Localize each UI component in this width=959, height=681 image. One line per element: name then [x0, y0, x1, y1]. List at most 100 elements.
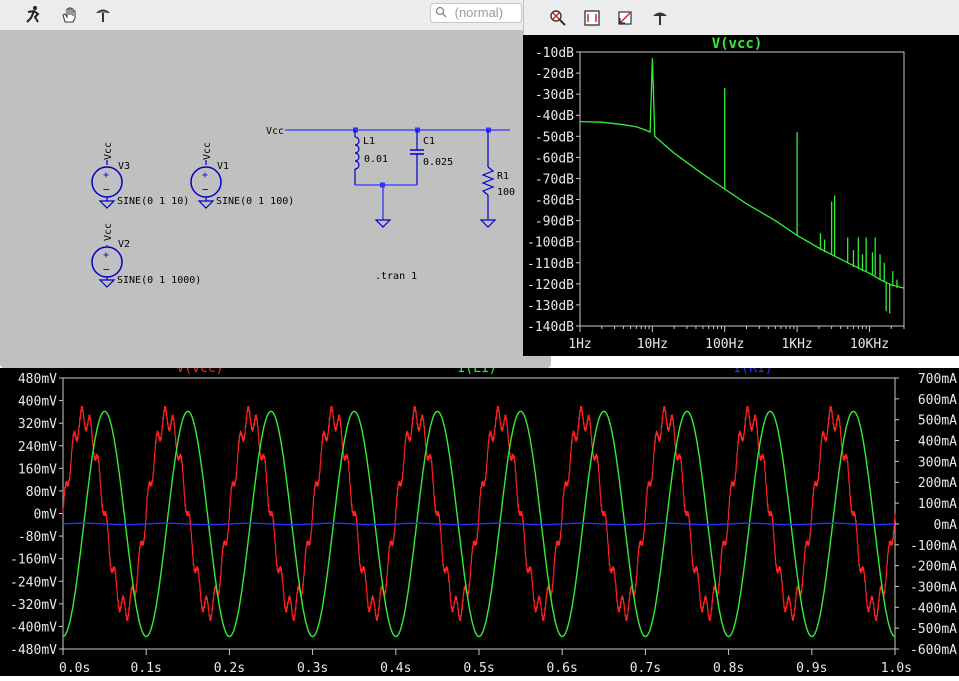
v1-net-label: Vcc [202, 142, 213, 160]
fft-y-tick-label: -70dB [535, 172, 574, 187]
run-icon[interactable] [22, 3, 46, 27]
fft-plot-frame [579, 51, 905, 327]
vcc-trace-line [62, 406, 896, 621]
transient-x-tick-label: 0.4s [380, 661, 411, 676]
fft-y-tick-label: -120dB [527, 278, 574, 293]
voltage-source-v1[interactable]: + − Vcc V1 SINE(0 1 100) [190, 142, 294, 209]
fft-x-tick-label: 10Hz [637, 337, 668, 352]
il1-trace-line [62, 410, 896, 638]
transient-y-right-tick-label: 100mA [918, 497, 957, 512]
voltage-source-v3[interactable]: + − Vcc V3 SINE(0 1 10) [91, 142, 189, 209]
transient-y-right-tick-label: -600mA [910, 643, 957, 658]
svg-text:−: − [103, 263, 110, 276]
fft-toolbar [523, 0, 959, 35]
fft-y-tick-label: -110dB [527, 257, 574, 272]
transient-x-tick-label: 0.5s [463, 661, 494, 676]
c1-value: 0.025 [423, 157, 453, 168]
v2-net-label: Vcc [103, 223, 114, 241]
transient-x-tick-label: 0.6s [547, 661, 578, 676]
svg-text:+: + [202, 170, 208, 181]
v3-value: SINE(0 1 10) [117, 196, 189, 207]
ir1-trace-line [63, 522, 895, 526]
fft-y-tick-label: -50dB [535, 130, 574, 145]
transient-x-tick-label: 0.3s [297, 661, 328, 676]
capacitor-c1[interactable]: C1 0.025 [410, 130, 453, 185]
fft-window: V(vcc)-10dB-20dB-30dB-40dB-50dB-60dB-70d… [523, 0, 959, 356]
c1-ref: C1 [423, 136, 435, 147]
transient-y-left-tick-label: 80mV [26, 485, 57, 500]
v3-ref: V3 [118, 161, 130, 172]
transient-y-left-tick-label: 480mV [18, 372, 57, 387]
probe-icon[interactable] [648, 6, 672, 30]
fft-y-tick-label: -10dB [535, 46, 574, 61]
transient-x-tick-label: 0.8s [713, 661, 744, 676]
vcc-net-label: Vcc [266, 126, 284, 137]
probe-icon[interactable] [91, 3, 115, 27]
fft-title: V(vcc) [712, 36, 763, 52]
transient-y-left-tick-label: -240mV [10, 575, 57, 590]
v2-ref: V2 [118, 239, 130, 250]
spice-directive[interactable]: .tran 1 [375, 271, 417, 282]
v1-value: SINE(0 1 100) [216, 196, 294, 207]
transient-legend-label: V(vcc) [177, 368, 224, 376]
transient-y-left-tick-label: -480mV [10, 643, 57, 658]
ground-icon [374, 219, 392, 228]
v2-value: SINE(0 1 1000) [117, 275, 201, 286]
search-input[interactable]: (normal) [430, 3, 522, 23]
measure-icon[interactable] [613, 6, 637, 30]
transient-y-right-tick-label: -100mA [910, 539, 957, 554]
fft-y-tick-label: -130dB [527, 299, 574, 314]
transient-plot[interactable]: 480mV400mV320mV240mV160mV80mV0mV-80mV-16… [0, 361, 959, 676]
transient-y-left-tick-label: 240mV [18, 440, 57, 455]
v3-net-label: Vcc [103, 142, 114, 160]
schematic-canvas[interactable]: + − Vcc V3 SINE(0 1 10) + − Vcc V1 SINE(… [0, 30, 551, 368]
transient-y-left-tick-label: -160mV [10, 553, 57, 568]
inductor-l1[interactable]: L1 0.01 [354, 130, 388, 185]
fft-plot[interactable]: V(vcc)-10dB-20dB-30dB-40dB-50dB-60dB-70d… [523, 35, 959, 356]
search-placeholder: (normal) [454, 5, 504, 20]
voltage-source-v2[interactable]: + − Vcc V2 SINE(0 1 1000) [91, 223, 201, 288]
schematic-drawing: + − Vcc V3 SINE(0 1 10) + − Vcc V1 SINE(… [91, 126, 515, 288]
l1-value: 0.01 [364, 154, 388, 165]
v1-ref: V1 [217, 161, 229, 172]
transient-y-right-tick-label: 300mA [918, 455, 957, 470]
r1-ref: R1 [497, 171, 509, 182]
transient-x-tick-label: 0.0s [59, 661, 90, 676]
transient-y-right-tick-label: -400mA [910, 601, 957, 616]
resistor-r1[interactable]: R1 100 [479, 130, 515, 228]
fft-x-tick-label: 10KHz [850, 337, 889, 352]
transient-y-right-tick-label: 0mA [934, 518, 958, 533]
fft-series-line [579, 58, 905, 289]
transient-y-right-tick-label: 400mA [918, 435, 957, 450]
transient-x-tick-label: 0.1s [131, 661, 162, 676]
transient-y-right-tick-label: 500mA [918, 414, 957, 429]
l1-ref: L1 [363, 136, 375, 147]
zoom-icon[interactable] [546, 6, 570, 30]
transient-x-tick-label: 1.0s [881, 661, 912, 676]
transient-legend-label: I(L1) [457, 368, 496, 376]
fft-y-tick-label: -20dB [535, 67, 574, 82]
r1-value: 100 [497, 187, 515, 198]
search-icon [435, 6, 447, 18]
transient-y-left-tick-label: 320mV [18, 417, 57, 432]
fft-y-tick-label: -80dB [535, 194, 574, 209]
svg-text:−: − [202, 183, 209, 196]
transient-y-left-tick-label: 160mV [18, 462, 57, 477]
fft-y-tick-label: -140dB [527, 320, 574, 335]
svg-text:+: + [103, 170, 109, 181]
transient-y-left-tick-label: -400mV [10, 620, 57, 635]
autorange-icon[interactable] [580, 6, 604, 30]
svg-text:−: − [103, 183, 110, 196]
transient-y-right-tick-label: 600mA [918, 393, 957, 408]
hand-icon[interactable] [57, 3, 81, 27]
transient-legend-label: I(R1) [733, 368, 772, 376]
transient-y-right-tick-label: 200mA [918, 476, 957, 491]
transient-y-left-tick-label: 400mV [18, 395, 57, 410]
svg-text:+: + [103, 250, 109, 261]
transient-x-tick-label: 0.9s [796, 661, 827, 676]
transient-y-left-tick-label: 0mV [34, 508, 58, 523]
transient-y-right-tick-label: -300mA [910, 580, 957, 595]
transient-y-right-tick-label: -500mA [910, 622, 957, 637]
transient-x-tick-label: 0.7s [630, 661, 661, 676]
